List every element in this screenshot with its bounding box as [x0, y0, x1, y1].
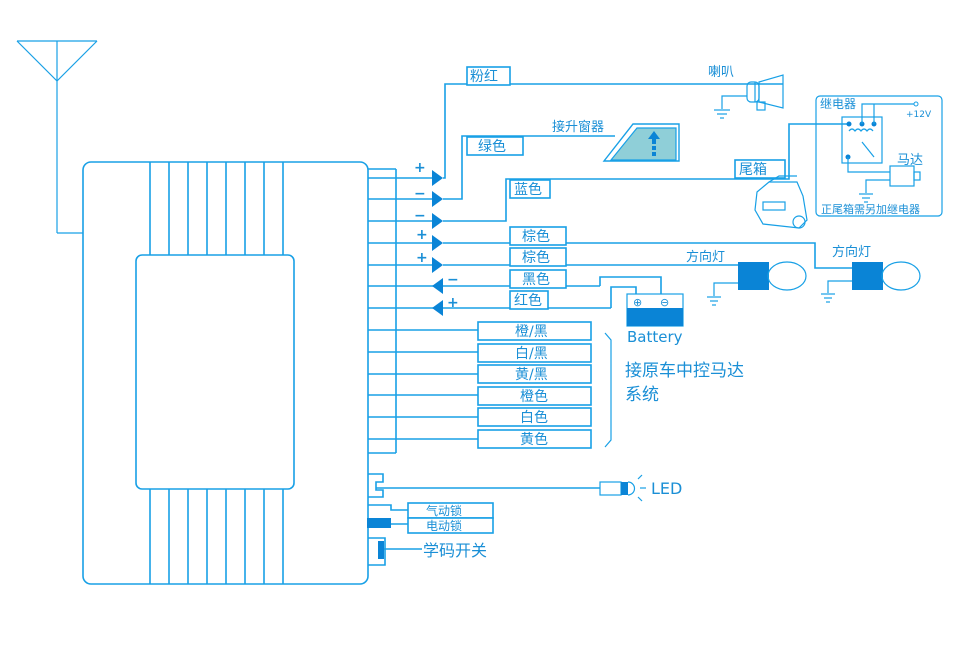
polarity-sign: − [414, 186, 426, 202]
car-trunk-icon [754, 175, 808, 229]
central-lock-label-2: 系统 [625, 385, 659, 405]
turn-signal-2-icon [821, 261, 921, 303]
antenna-icon [16, 40, 98, 234]
wire-label-blue: 蓝色 [514, 181, 542, 198]
motor-label: 马达 [897, 153, 923, 168]
wire-label-electric-lock: 电动锁 [426, 518, 462, 533]
top-pins [149, 162, 284, 255]
relay-note: 正尾箱需另加继电器 [821, 202, 920, 216]
wire-label-red: 红色 [514, 292, 542, 309]
wire-brown-2 [368, 257, 738, 273]
wire-label-green: 绿色 [478, 138, 506, 155]
control-unit [82, 161, 397, 585]
polarity-sign: + [447, 295, 459, 311]
led-label: LED [651, 479, 682, 498]
wire-red [368, 286, 637, 316]
wire-label-pink-red: 粉红 [470, 69, 498, 85]
battery-plus: ⊕ [633, 296, 642, 309]
led-icon [368, 473, 646, 502]
trunk-label: 尾箱 [739, 162, 767, 178]
relay-box [815, 95, 943, 217]
battery-label: Battery [627, 328, 683, 346]
horn-label: 喇叭 [708, 65, 734, 80]
polarity-sign: + [416, 227, 428, 243]
lock-connectors [367, 502, 494, 534]
wire-label-white-black: 白/黑 [515, 346, 548, 362]
wire-label-orange-black: 橙/黑 [515, 324, 548, 340]
wire-green [368, 135, 615, 207]
central-lock-label-1: 接原车中控马达 [625, 361, 744, 381]
wire-brown-1 [368, 235, 852, 269]
polarity-sign: + [416, 250, 428, 266]
polarity-sign: + [414, 160, 426, 176]
wire-label-brown-2: 棕色 [522, 249, 550, 266]
turn-signal-1-label: 方向灯 [686, 249, 725, 265]
central-lock-wires [368, 329, 612, 448]
wire-label-white: 白色 [520, 409, 548, 426]
wire-label-pneumatic-lock: 气动锁 [426, 503, 462, 518]
battery-icon [626, 293, 684, 327]
wire-label-black: 黑色 [522, 271, 550, 288]
wire-blue [368, 123, 847, 229]
bottom-pins [149, 489, 284, 584]
wire-pink-red [368, 83, 783, 186]
turn-signal-2-label: 方向灯 [832, 244, 871, 260]
battery-minus: ⊖ [660, 296, 669, 309]
polarity-sign: − [447, 272, 459, 288]
window-lift-icon [602, 123, 680, 162]
relay-label: 继电器 [820, 97, 856, 111]
wire-label-orange: 橙色 [520, 388, 548, 405]
learn-switch-icon [368, 537, 422, 566]
wire-label-yellow-black: 黄/黑 [515, 366, 548, 383]
window-lift-label: 接升窗器 [552, 119, 604, 135]
polarity-sign: − [414, 208, 426, 224]
turn-signal-1-icon [707, 261, 807, 306]
wire-label-brown-1: 棕色 [522, 228, 550, 245]
horn-icon [714, 74, 784, 119]
wire-label-yellow: 黄色 [520, 431, 548, 448]
learn-switch-label: 学码开关 [423, 541, 487, 560]
voltage-label: +12V [906, 110, 932, 120]
